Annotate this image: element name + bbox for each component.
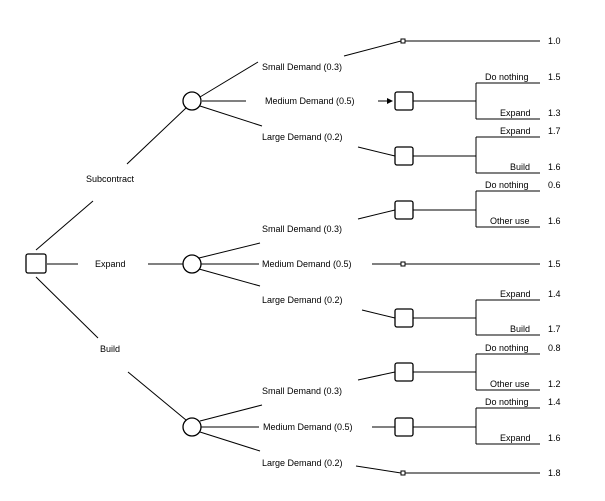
bld-large-endpoint [400, 470, 406, 476]
option-expand-label: Expand [500, 433, 531, 443]
option-do-nothing-label: Do nothing [485, 397, 529, 407]
sub-small-endpoint [400, 38, 406, 44]
exp-medium-demand-label: Medium Demand (0.5) [262, 259, 352, 269]
sub-small-line [199, 61, 259, 98]
exp-large-decision-node [394, 308, 414, 328]
root-to-subcontract-line [35, 200, 94, 251]
exp-small-line-2 [357, 209, 396, 220]
root-decision-node [25, 253, 47, 274]
bld-small-line [199, 404, 263, 422]
option-build-label: Build [510, 324, 530, 334]
option-other-use-label: Other use [490, 379, 530, 389]
payoff-value: 1.6 [548, 216, 561, 226]
payoff-value: 0.6 [548, 180, 561, 190]
sub-large-line [199, 105, 263, 127]
payoff-value: 1.6 [548, 433, 561, 443]
bld-small-demand-label: Small Demand (0.3) [262, 386, 342, 396]
bld-large-line-2 [355, 465, 402, 474]
payoff-value: 1.5 [548, 259, 561, 269]
arrow-icon [387, 98, 393, 104]
exp-medium-endpoint [400, 261, 406, 267]
sub-large-line-2 [357, 146, 396, 157]
payoff-value: 1.2 [548, 379, 561, 389]
bld-small-line-2 [357, 371, 396, 381]
bld-small-decision-node [394, 362, 414, 382]
option-do-nothing-label: Do nothing [485, 343, 529, 353]
exp-large-line [198, 268, 261, 287]
root-to-build-line-2 [127, 371, 187, 421]
payoff-value: 1.8 [548, 468, 561, 478]
payoff-value: 1.4 [548, 289, 561, 299]
root-to-subcontract-line-2 [126, 107, 187, 165]
payoff-value: 1.0 [548, 36, 561, 46]
bld-medium-decision-node [394, 417, 414, 437]
sub-medium-decision-node [394, 91, 414, 111]
payoff-value: 1.6 [548, 162, 561, 172]
sub-small-demand-label: Small Demand (0.3) [262, 62, 342, 72]
payoff-value: 1.7 [548, 126, 561, 136]
option-expand-label: Expand [500, 289, 531, 299]
option-expand-label: Expand [500, 108, 531, 118]
subcontract-label: Subcontract [86, 174, 135, 184]
expand-label: Expand [95, 259, 126, 269]
payoff-value: 1.4 [548, 397, 561, 407]
exp-small-demand-label: Small Demand (0.3) [262, 224, 342, 234]
option-expand-label: Expand [500, 126, 531, 136]
option-do-nothing-label: Do nothing [485, 72, 529, 82]
sub-large-demand-label: Large Demand (0.2) [262, 132, 343, 142]
sub-small-line-2 [343, 40, 402, 57]
payoff-value: 0.8 [548, 343, 561, 353]
subcontract-chance-node [182, 91, 202, 111]
exp-large-line-2 [361, 309, 396, 319]
build-chance-node [182, 417, 202, 437]
payoff-value: 1.5 [548, 72, 561, 82]
sub-large-decision-node [394, 146, 414, 166]
root-to-build-line [35, 276, 99, 339]
build-label: Build [100, 344, 120, 354]
bld-medium-demand-label: Medium Demand (0.5) [263, 422, 353, 432]
exp-small-line [198, 242, 261, 259]
exp-small-decision-node [394, 200, 414, 220]
payoff-value: 1.3 [548, 108, 561, 118]
option-do-nothing-label: Do nothing [485, 180, 529, 190]
option-other-use-label: Other use [490, 216, 530, 226]
option-build-label: Build [510, 162, 530, 172]
sub-medium-demand-label: Medium Demand (0.5) [265, 96, 355, 106]
exp-large-demand-label: Large Demand (0.2) [262, 295, 343, 305]
payoff-value: 1.7 [548, 324, 561, 334]
expand-chance-node [182, 254, 202, 274]
bld-large-demand-label: Large Demand (0.2) [262, 458, 343, 468]
bld-large-line [199, 431, 261, 452]
